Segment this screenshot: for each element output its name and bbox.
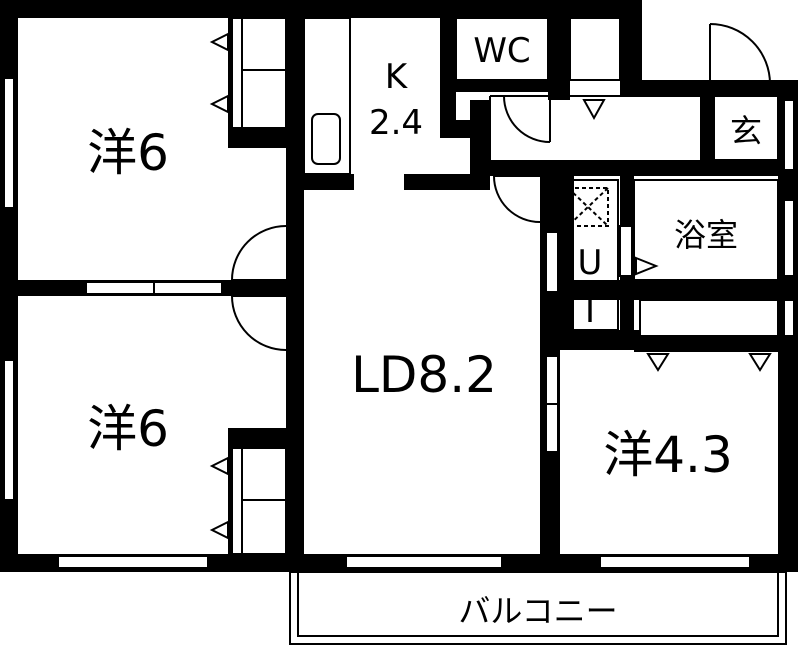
room-label-bath: 浴室 <box>674 216 738 254</box>
fixtures <box>3 17 795 645</box>
room-label-entrance: 玄 <box>730 112 762 150</box>
balcony-label: バルコニー <box>458 592 617 630</box>
room-label-wc: WC <box>473 31 530 71</box>
room-label-kitchen: K <box>385 57 409 97</box>
room-label-western-bottom-left: 洋6 <box>87 400 169 458</box>
room-label-ut-u: U <box>578 243 603 283</box>
room-label-western-top-left: 洋6 <box>87 124 169 182</box>
room-label-ut-t: T <box>579 291 601 331</box>
room-label-kitchen-size: 2.4 <box>369 103 423 143</box>
room-label-western-right: 洋4.3 <box>603 426 733 484</box>
room-label-ld: LD8.2 <box>351 346 497 404</box>
